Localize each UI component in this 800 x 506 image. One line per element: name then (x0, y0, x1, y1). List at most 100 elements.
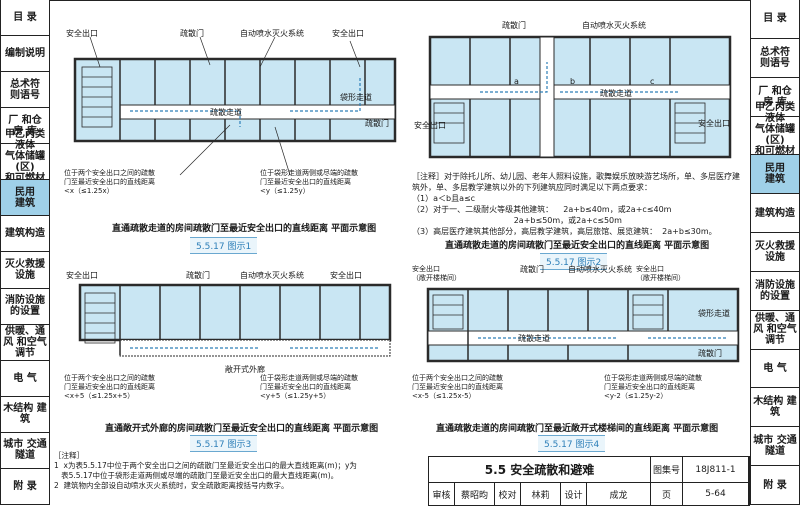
fig2-a-label: a (514, 77, 519, 86)
right-tab-6[interactable]: 灭火救援 设施 (751, 233, 799, 272)
fig3-sprinkler-label: 自动喷水灭火系统 (240, 271, 304, 280)
fig1-door2-label: 疏散门 (365, 119, 389, 128)
left-tab-3[interactable]: 厂 和仓 房 库 (1, 108, 49, 145)
atlas-number: 18J811-1 (683, 457, 749, 483)
note-line: （2）对于一、二级耐火等级其他建筑： 2a+b≤40m，或2a+c≤40m (412, 205, 672, 214)
fig4-number: 5.5.17 图示4 (538, 435, 606, 452)
right-tab-1[interactable]: 总术符 则语号 (751, 39, 799, 78)
fig3-callout-right: 位于袋形走道两侧或尽端的疏散 门至最近安全出口的直线距离 <y+5（≤1.25y… (260, 374, 358, 400)
fig4-deadend-label: 袋形走道 (698, 309, 730, 318)
right-tab-0[interactable]: 目 录 (751, 0, 799, 39)
left-tab-5[interactable]: 民用 建筑 (1, 180, 49, 217)
fig2-exit-label: 安全出口 (414, 121, 446, 130)
fig4-door2-label: 疏散门 (698, 349, 722, 358)
right-tab-5[interactable]: 建筑构造 (751, 194, 799, 234)
checker-name: 林莉 (521, 483, 561, 506)
fig1-deadend-label: 袋形走道 (340, 93, 372, 102)
fig1-door-label: 疏散门 (180, 29, 204, 38)
figure-3-plan (78, 283, 392, 357)
fig3-exit2-label: 安全出口 (330, 271, 362, 280)
fig3-number: 5.5.17 图示3 (190, 435, 258, 452)
left-tab-2[interactable]: 总术符 则语号 (1, 72, 49, 109)
fig3-door-label: 疏散门 (186, 271, 210, 280)
fig2-b-label: b (570, 77, 576, 86)
fig3-caption: 直通敞开式外廊的房间疏散门至最近安全出口的直线距离 平面示意图 (105, 424, 379, 434)
fig1-exit-label-left: 安全出口 (66, 29, 98, 38)
note-line: ［注释］ (54, 451, 84, 460)
sheet-title: 5.5 安全疏散和避难 (429, 457, 651, 483)
left-tab-1[interactable]: 编制说明 (1, 36, 49, 73)
note-line: （3）高层医疗建筑其他部分，高层教学建筑，高层旅馆、展览建筑： 2a+b≤30m… (412, 227, 717, 236)
figure-1-plan (73, 36, 397, 176)
fig2-number: 5.5.17 图示2 (540, 253, 608, 270)
right-tab-2[interactable]: 厂 和仓 房 库 (751, 78, 799, 117)
fig3-exit-label: 安全出口 (66, 271, 98, 280)
page-label: 页 (651, 483, 683, 506)
fig2-sprinkler-label: 自动喷水灭火系统 (582, 21, 646, 30)
figure-4: 安全出口 （敞开楼梯间） 疏散门 自动喷水灭火系统 安全出口 （敞开楼梯间） 袋… (408, 263, 746, 413)
figure-2-plan (428, 35, 732, 159)
reviewer-name: 蔡昭昀 (455, 483, 495, 506)
left-tab-6[interactable]: 建筑构造 (1, 216, 49, 253)
left-tab-8[interactable]: 消防设施 的设置 (1, 289, 49, 325)
bottom-notes: ［注释］1 x为表5.5.17中位于两个安全出口之间的疏散门至最近安全出口的最大… (54, 451, 414, 491)
page-number: 5-64 (683, 483, 749, 506)
right-tab-4[interactable]: 民用 建筑 (751, 155, 799, 195)
fig4-caption: 直通疏散走道的房间疏散门至最近敞开式楼梯间的直线距离 平面示意图 (436, 424, 719, 434)
fig3-callout-left: 位于两个安全出口之间的疏散 门至最近安全出口的直线距离 <x+5（≤1.25x+… (64, 374, 155, 400)
fig4-corridor-label: 疏散走道 (518, 334, 550, 343)
fig1-number: 5.5.17 图示1 (190, 237, 258, 254)
fig1-corridor-label: 疏散走道 (210, 108, 242, 117)
left-tab-12[interactable]: 城市 交通隧道 (1, 433, 49, 469)
fig1-callout-left: 位于两个安全出口之间的疏散 门至最近安全出口的直线距离 <x（≤1.25x） (64, 169, 155, 195)
left-tab-11[interactable]: 木结构 建筑 (1, 397, 49, 433)
note-line: 表5.5.17中位于袋形走道两侧或尽端的疏散门至最近安全出口的最大直线距离(m)… (54, 471, 339, 480)
right-tab-10[interactable]: 木结构 建筑 (751, 388, 799, 428)
fig4-exit-right-label: 安全出口 （敞开楼梯间） (636, 265, 685, 282)
left-tab-4[interactable]: 甲乙丙类液体 气体储罐(区) 和可燃材料堆场 (1, 129, 49, 195)
left-tab-13[interactable]: 附 录 (1, 469, 49, 505)
design-label: 设计 (561, 483, 587, 506)
right-tab-8[interactable]: 供暖、通风 和空气调节 (751, 311, 799, 350)
fig4-callout-right: 位于袋形走道两侧或尽端的疏散 门至最近安全出口的直线距离 <y-2（≤1.25y… (604, 374, 702, 400)
note-line: 2a+b≤50m，或2a+c≤50m (412, 216, 622, 225)
fig4-callout-left: 位于两个安全出口之间的疏散 门至最近安全出口的直线距离 <x-5（≤1.25x-… (412, 374, 503, 400)
left-tab-7[interactable]: 灭火救援 设施 (1, 253, 49, 289)
left-tab-0[interactable]: 目 录 (1, 0, 49, 37)
designer-name: 成龙 (587, 483, 651, 506)
fig3-gallery-label: 敞开式外廊 (225, 365, 265, 374)
figure-3: 安全出口 疏散门 自动喷水灭火系统 安全出口 敞开式外廊 位于两个安全出口之间的… (60, 263, 405, 413)
left-tab-9[interactable]: 供暖、通风 和空气调节 (1, 325, 49, 361)
fig1-exit-label-right: 安全出口 (332, 29, 364, 38)
fig2-c-label: c (650, 77, 655, 86)
right-tab-7[interactable]: 消防设施 的设置 (751, 272, 799, 311)
figure-2: 疏散门 自动喷水灭火系统 安全出口 疏散走道 安全出口 a b c (410, 7, 745, 167)
fig1-sprinkler-label: 自动喷水灭火系统 (240, 29, 304, 38)
right-tab-9[interactable]: 电 气 (751, 350, 799, 389)
left-chapter-tabs: 目 录编制说明总术符 则语号厂 和仓 房 库甲乙丙类液体 气体储罐(区) 和可燃… (0, 0, 50, 505)
fig4-door-label: 疏散门 (520, 265, 544, 274)
fig4-exit-left-label: 安全出口 （敞开楼梯间） (412, 265, 461, 282)
note-line: 1 x为表5.5.17中位于两个安全出口之间的疏散门至最近安全出口的最大直线距离… (54, 461, 357, 470)
fig2-notes: ［注释］对于除托儿所、幼儿园、老年人照料设施，歌舞娱乐放映游艺场所，单、多层医疗… (412, 171, 747, 237)
fig2-caption: 直通疏散走道的房间疏散门至最近安全出口的直线距离 平面示意图 (445, 241, 710, 251)
note-line: ［注释］对于除托儿所、幼儿园、老年人照料设施，歌舞娱乐放映游艺场所，单、多层医疗… (412, 172, 740, 181)
note-line: （1）a＜b且a≤c (412, 194, 476, 203)
note-line: 筑外，单、多层教学建筑以外的下列建筑应同时满足以下两点要求： (412, 183, 652, 192)
note-line: 2 建筑物内全部设自动喷水灭火系统时，安全疏散距离按括号内数字。 (54, 481, 289, 490)
right-tab-12[interactable]: 附 录 (751, 466, 799, 505)
right-tab-11[interactable]: 城市 交通隧道 (751, 427, 799, 467)
check-label: 校对 (495, 483, 521, 506)
title-block: 5.5 安全疏散和避难 图集号 18J811-1 审核 蔡昭昀 校对 林莉 设计… (428, 456, 750, 506)
fig2-corridor-label: 疏散走道 (600, 89, 632, 98)
fig4-sprinkler-label: 自动喷水灭火系统 (568, 265, 632, 274)
fig2-door-label: 疏散门 (502, 21, 526, 30)
main-content: 安全出口 疏散门 自动喷水灭火系统 安全出口 袋形走道 疏散走道 疏散门 位于两… (50, 0, 750, 506)
review-label: 审核 (429, 483, 455, 506)
fig2-exit2-label: 安全出口 (698, 119, 730, 128)
figure-1: 安全出口 疏散门 自动喷水灭火系统 安全出口 袋形走道 疏散走道 疏散门 位于两… (60, 7, 405, 207)
right-tab-3[interactable]: 甲乙丙类液体 气体储罐(区) 和可燃材料堆场 (751, 102, 799, 168)
left-tab-10[interactable]: 电 气 (1, 361, 49, 397)
